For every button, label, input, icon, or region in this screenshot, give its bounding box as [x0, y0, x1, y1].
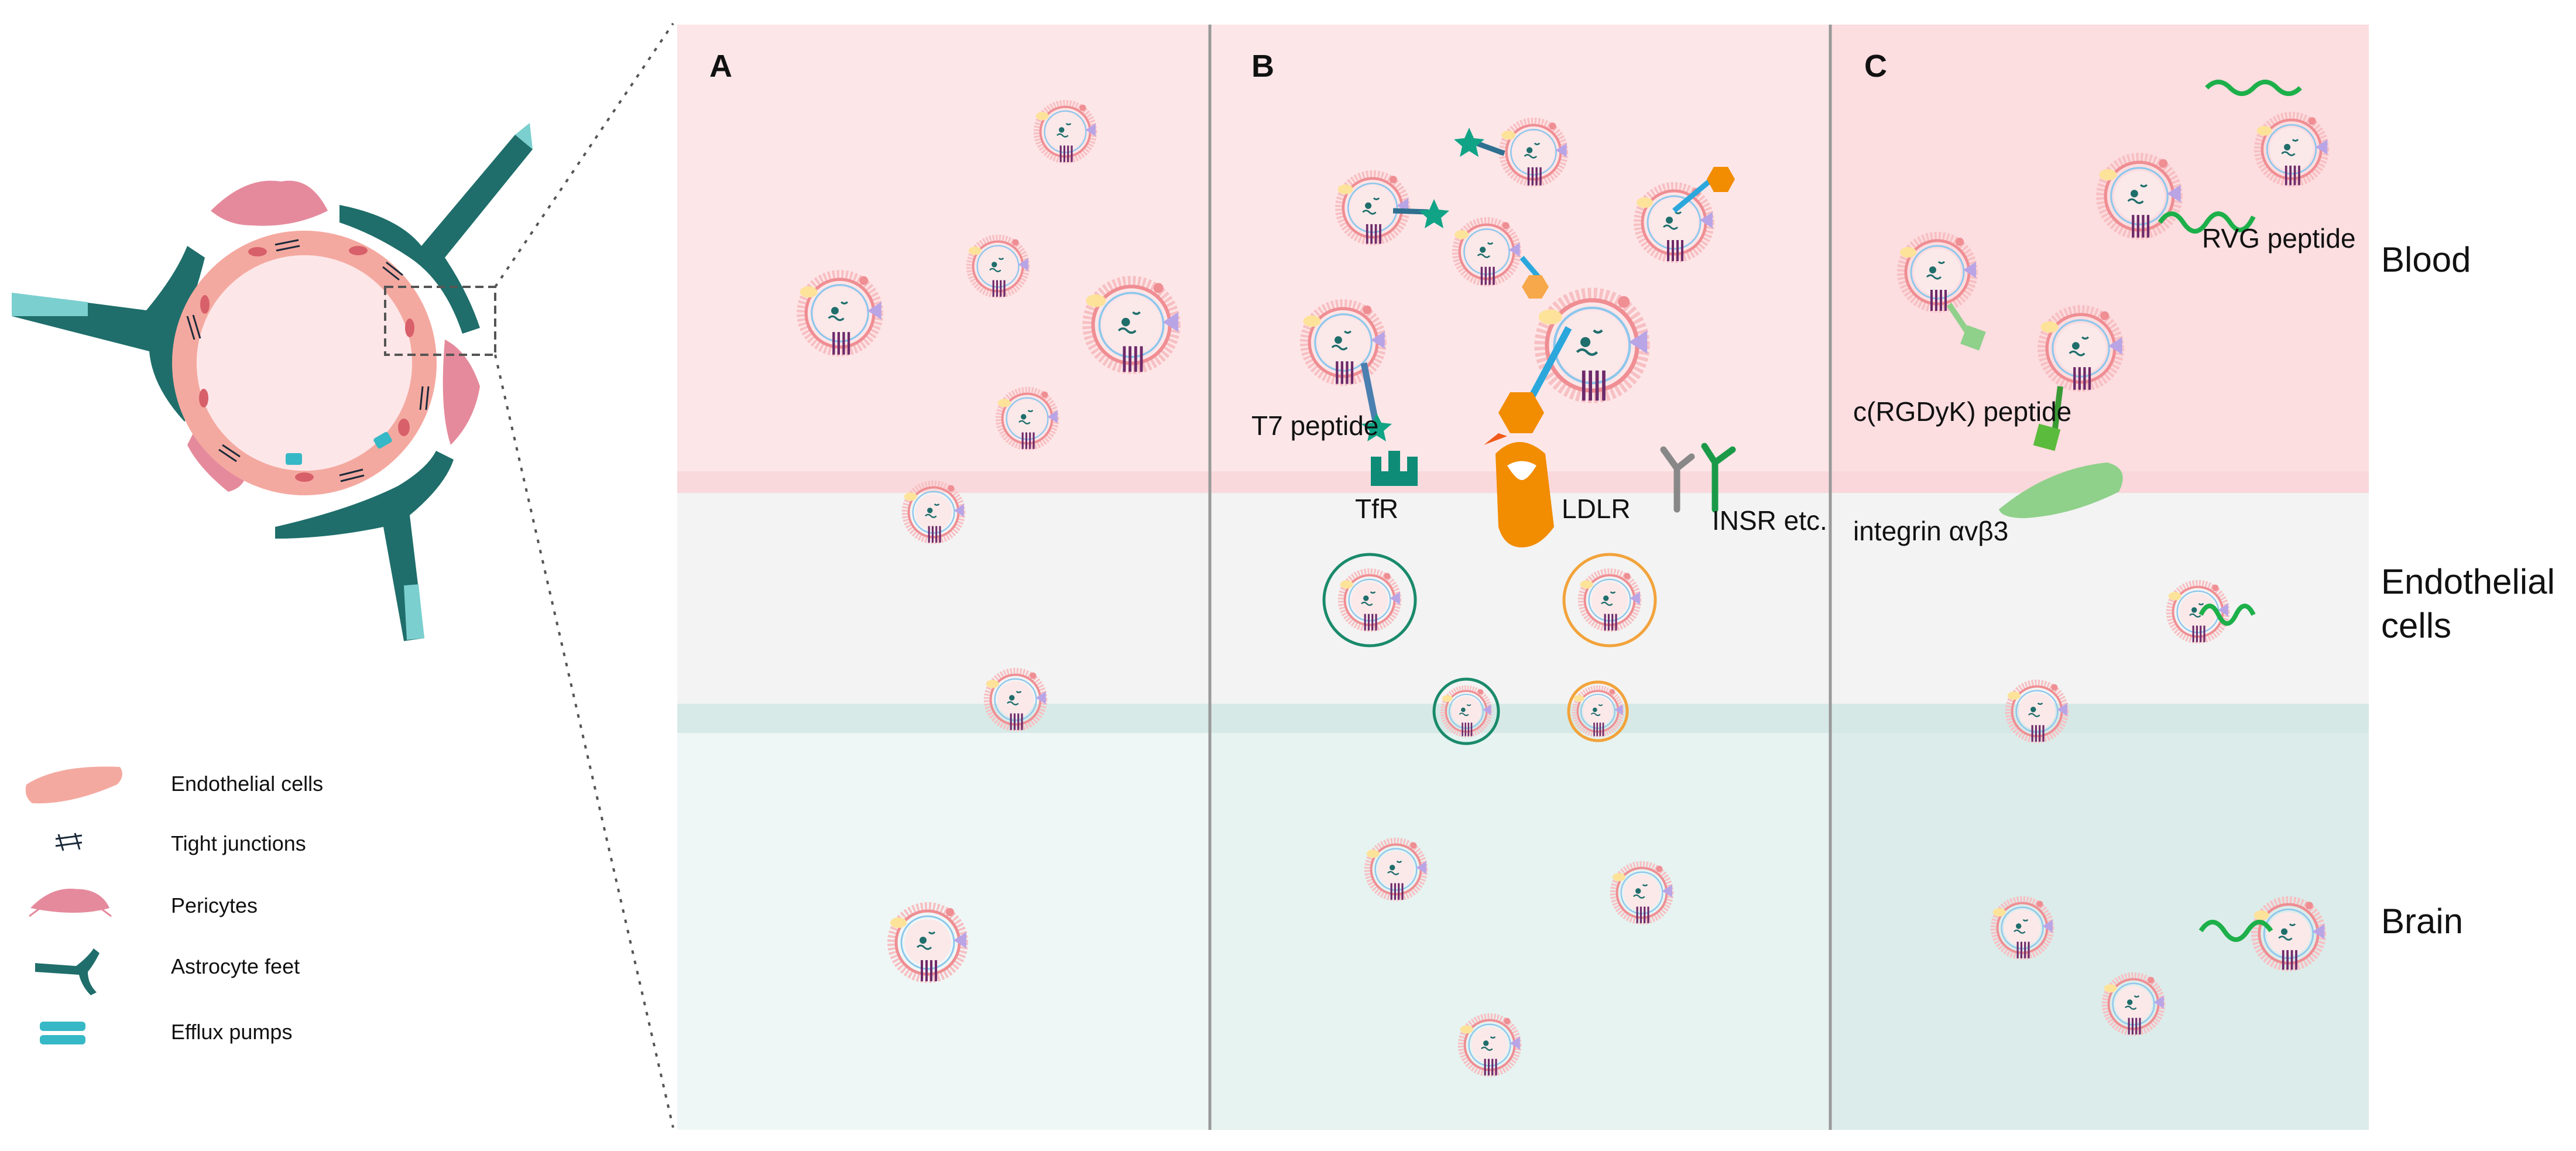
- tight-junction-icon: [55, 833, 83, 851]
- rvg-peptide-strand: [2198, 920, 2273, 942]
- insr-receptors: [1660, 443, 1736, 513]
- transcytosis-vesicle-tfr: [1432, 677, 1500, 745]
- label-integrin: integrin αvβ3: [1853, 516, 2009, 546]
- layer-label-brain: Brain: [2381, 902, 2464, 941]
- panel-letter-b: B: [1251, 49, 1274, 84]
- tight-junctions: [186, 239, 430, 482]
- astrocyte-foot-bottom: [275, 451, 454, 641]
- label-rgdyk-peptide: c(RGDyK) peptide: [1853, 396, 2072, 427]
- integrin-receptor: [1999, 463, 2123, 518]
- astrocyte-foot-left: [12, 246, 205, 422]
- abluminal-membrane-band: [677, 704, 2369, 733]
- endothelial-cell-icon: [25, 766, 122, 804]
- label-insr: INSR etc.: [1712, 505, 1827, 536]
- ldl-ligand: [1498, 392, 1544, 433]
- label-rvg-peptide: RVG peptide: [2202, 223, 2356, 254]
- legend-label-astrocyte-feet: Astrocyte feet: [171, 954, 300, 978]
- panel-b-targeting: [1322, 128, 1736, 745]
- ligand-star: [1361, 413, 1392, 441]
- panel-b-brain: [1210, 704, 1830, 1130]
- astrocyte-foot-top: [339, 123, 533, 334]
- panel-c-targeting: [1946, 80, 2302, 942]
- ligand-star: [1454, 128, 1484, 157]
- rvg-peptide-strand: [2157, 211, 2256, 234]
- rvg-peptide-strand: [2198, 604, 2256, 626]
- vessel-cross-section: [12, 22, 674, 1128]
- rvg-peptide-strand: [2205, 80, 2302, 96]
- label-tfr: TfR: [1355, 494, 1399, 524]
- layer-label-blood: Blood: [2381, 240, 2471, 279]
- legend-label-tight-junctions: Tight junctions: [171, 831, 306, 855]
- panel-a-blood: [677, 25, 1210, 493]
- legend-label-efflux-pumps: Efflux pumps: [171, 1020, 293, 1044]
- zoom-box: [384, 286, 496, 356]
- legend-label-pericytes: Pericytes: [171, 893, 258, 917]
- panel-letter-c: C: [1864, 49, 1887, 84]
- panel-a-endothelial: [677, 493, 1210, 704]
- ldlr-receptor: [1495, 442, 1554, 547]
- rgdyk-ligand: [1960, 325, 1986, 351]
- legend: [25, 766, 122, 1044]
- layer-label-endothelial-line1: Endothelial: [2381, 562, 2555, 601]
- efflux-pumps: [286, 431, 392, 465]
- pericyte-icon: [29, 888, 112, 917]
- zoom-line-bottom: [494, 354, 674, 1128]
- ligand-star: [1419, 199, 1449, 228]
- rgdyk-ligand: [2033, 423, 2061, 451]
- endothelial-nuclei: [199, 246, 414, 482]
- vessel-lumen: [197, 255, 412, 471]
- legend-label-endothelial-cells: Endothelial cells: [171, 772, 324, 796]
- tfr-receptor: [1371, 451, 1418, 486]
- efflux-pump-icon: [40, 1022, 85, 1044]
- endocytic-vesicle-ldlr: [1562, 553, 1657, 648]
- panel-c-endothelial: [1830, 493, 2369, 704]
- endothelial-ring: [172, 231, 437, 495]
- panel-letter-a: A: [709, 49, 732, 84]
- zoom-line-top: [494, 22, 674, 288]
- label-t7-peptide: T7 peptide: [1251, 410, 1379, 441]
- astrocyte-foot-icon: [35, 948, 100, 995]
- endocytic-vesicle-tfr: [1322, 553, 1417, 648]
- transcytosis-vesicle-ldlr: [1567, 680, 1629, 742]
- label-ldlr: LDLR: [1562, 494, 1631, 524]
- layer-label-endothelial-line2: cells: [2381, 606, 2452, 645]
